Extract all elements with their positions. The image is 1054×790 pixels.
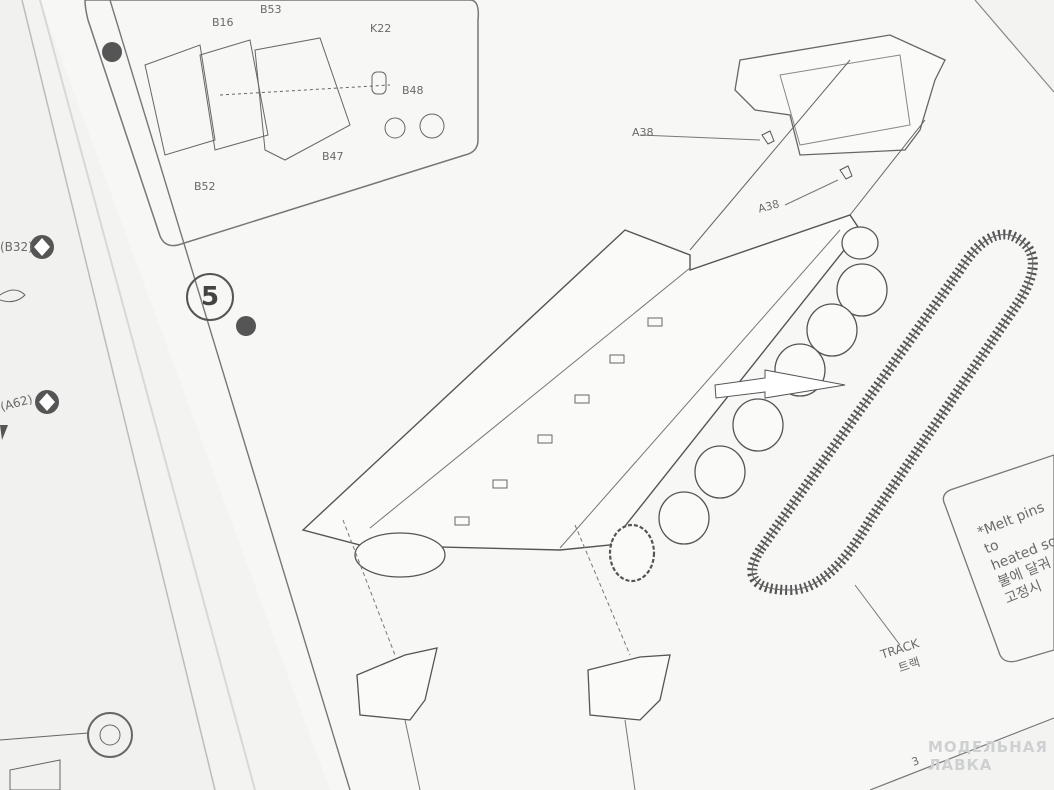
glue-icon (236, 316, 256, 336)
hull (301, 214, 861, 551)
inset-parts (144, 37, 445, 161)
fender-left (356, 647, 438, 721)
page-fold-line (109, 0, 351, 790)
watermark-line: МОДЕЛЬНАЯ (928, 738, 1048, 756)
part-label-b16: B16 (212, 16, 234, 29)
part-label-b52: B52 (194, 180, 216, 193)
fender-right (587, 654, 671, 721)
deck-plate (734, 34, 946, 156)
part-label-a38-upper: A38 (632, 126, 654, 139)
part-label-b48: B48 (402, 84, 424, 97)
watermark: МОДЕЛЬНАЯ ЛАВКА (928, 738, 1048, 774)
hull-tabs (454, 317, 663, 526)
left-page (0, 0, 215, 790)
direction-arrow (714, 369, 846, 399)
part-label-b53: B53 (260, 3, 282, 16)
inset-box (84, 0, 480, 247)
part-label-k22: K22 (370, 22, 392, 35)
watermark-line: ЛАВКА (928, 756, 993, 774)
left-part-ref-1: (B32) (0, 240, 33, 254)
note-box (942, 454, 1054, 663)
step-number: 5 (186, 273, 234, 321)
part-label-b47: B47 (322, 150, 344, 163)
